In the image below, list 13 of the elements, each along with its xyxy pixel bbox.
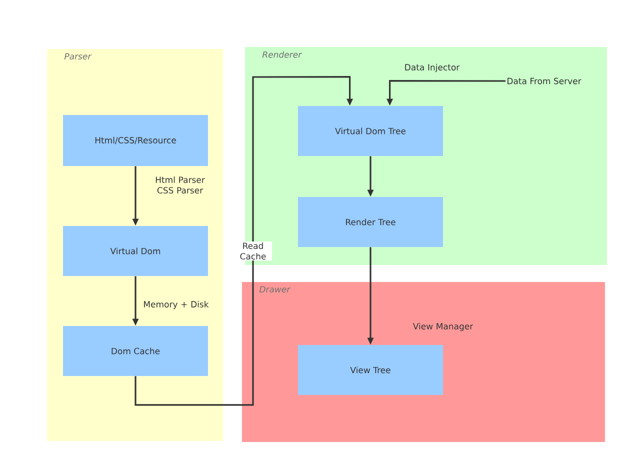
edge-label: Data Injector (405, 64, 460, 72)
edge-label: View Manager (412, 322, 474, 332)
arrow (134, 76, 354, 406)
process-box: Virtual Dom (63, 226, 208, 276)
edge-label: Read Cache (234, 241, 272, 261)
process-box: Html/CSS/Resource (63, 115, 208, 166)
process-box: Virtual Dom Tree (298, 106, 443, 156)
process-box: Dom Cache (63, 326, 208, 376)
source-label: Data From Server (508, 78, 582, 84)
process-box: View Tree (298, 345, 443, 395)
edge-label: Html Parser CSS Parser (156, 176, 205, 194)
edge-label: Memory + Disk (144, 300, 209, 310)
process-box: Render Tree (298, 197, 443, 247)
